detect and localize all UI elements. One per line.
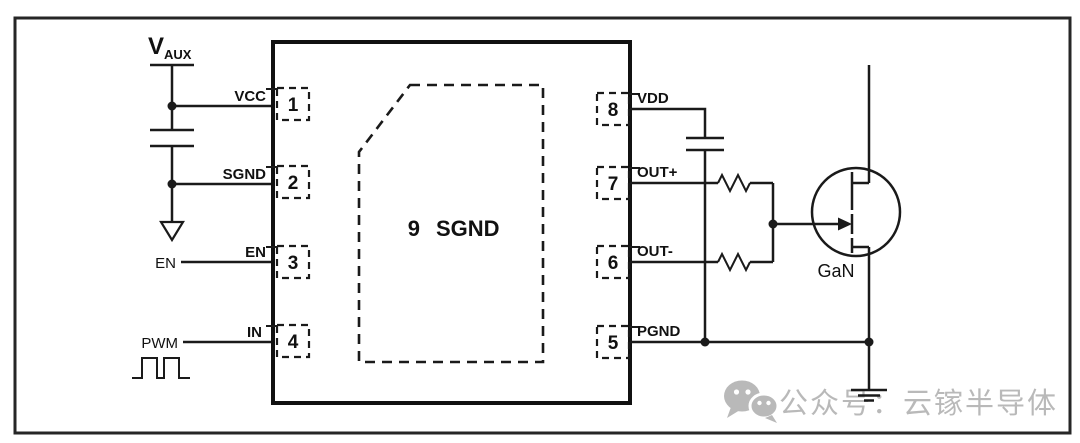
turn-on-resistor xyxy=(717,172,751,194)
pin-number: 1 xyxy=(288,95,299,116)
pin-box xyxy=(595,244,631,280)
watermark: 公众号：云镓半导体 xyxy=(724,380,1058,423)
pin-label: OUT- xyxy=(637,243,673,260)
pin-8-vdd: 8 VDD xyxy=(595,90,669,127)
junction-vcc xyxy=(167,101,177,111)
vaux-supply: VAUX xyxy=(148,33,194,130)
wechat-icon xyxy=(724,380,780,423)
vdd-wire xyxy=(630,107,707,138)
pin-box xyxy=(275,164,311,200)
pwm-squarewave-icon xyxy=(132,357,190,379)
pin-number: 5 xyxy=(608,333,619,354)
junction-cap-pgnd xyxy=(700,337,710,347)
vaux-label: VAUX xyxy=(148,33,192,62)
pin-box xyxy=(275,323,311,359)
decoupling-capacitor-left xyxy=(150,128,194,222)
turn-off-resistor xyxy=(717,251,751,273)
pgnd-net xyxy=(630,337,887,402)
pin-number: 3 xyxy=(288,253,299,274)
pin-6-outm: 6 OUT- xyxy=(595,243,673,280)
pin-3-en: 3 EN xyxy=(245,244,311,280)
transistor-label: GaN xyxy=(817,261,854,281)
pin-box xyxy=(595,91,631,127)
junction-source-pgnd xyxy=(864,337,874,347)
pin-box xyxy=(595,324,631,360)
pin-number: 6 xyxy=(608,253,619,274)
power-ground-icon xyxy=(851,388,887,402)
pwm-input-label: PWM xyxy=(141,335,178,352)
figure-frame xyxy=(13,16,1072,435)
pin-2-sgnd: 2 SGND xyxy=(223,164,311,200)
pin-4-in: 4 IN xyxy=(247,323,311,359)
pin-box xyxy=(275,86,311,122)
pin-label: PGND xyxy=(637,323,681,340)
pin-5-pgnd: 5 PGND xyxy=(595,323,681,360)
en-input-label: EN xyxy=(155,255,176,272)
pin-label: VDD xyxy=(637,90,669,107)
gate-arrowhead xyxy=(838,217,852,231)
pin-label: EN xyxy=(245,244,266,261)
vdd-branch xyxy=(630,107,724,342)
pad-name: SGND xyxy=(436,216,500,241)
thermal-pad-outline xyxy=(357,83,545,364)
sgnd-ground-arrow xyxy=(159,220,185,243)
junction-sgnd xyxy=(167,179,177,189)
pin-box xyxy=(275,244,311,280)
pin-label: VCC xyxy=(234,88,266,105)
chip-body xyxy=(271,40,632,405)
pin-number: 4 xyxy=(288,332,299,353)
pin-number: 7 xyxy=(608,174,619,195)
pin-1-vcc: 1 VCC xyxy=(234,86,311,122)
pin-number: 2 xyxy=(288,173,299,194)
transistor-circle xyxy=(810,166,902,258)
pin-label: OUT+ xyxy=(637,164,678,181)
gan-transistor: GaN xyxy=(810,65,902,390)
pin-number: 8 xyxy=(608,100,619,121)
pin-7-outp: 7 OUT+ xyxy=(595,164,678,201)
watermark-text: 公众号：云镓半导体 xyxy=(779,387,1058,420)
pad-number: 9 xyxy=(408,216,420,241)
pin-label: SGND xyxy=(223,166,267,183)
pin-label: IN xyxy=(247,324,262,341)
pin-box xyxy=(595,165,631,201)
gate-resistor-network xyxy=(630,172,852,273)
